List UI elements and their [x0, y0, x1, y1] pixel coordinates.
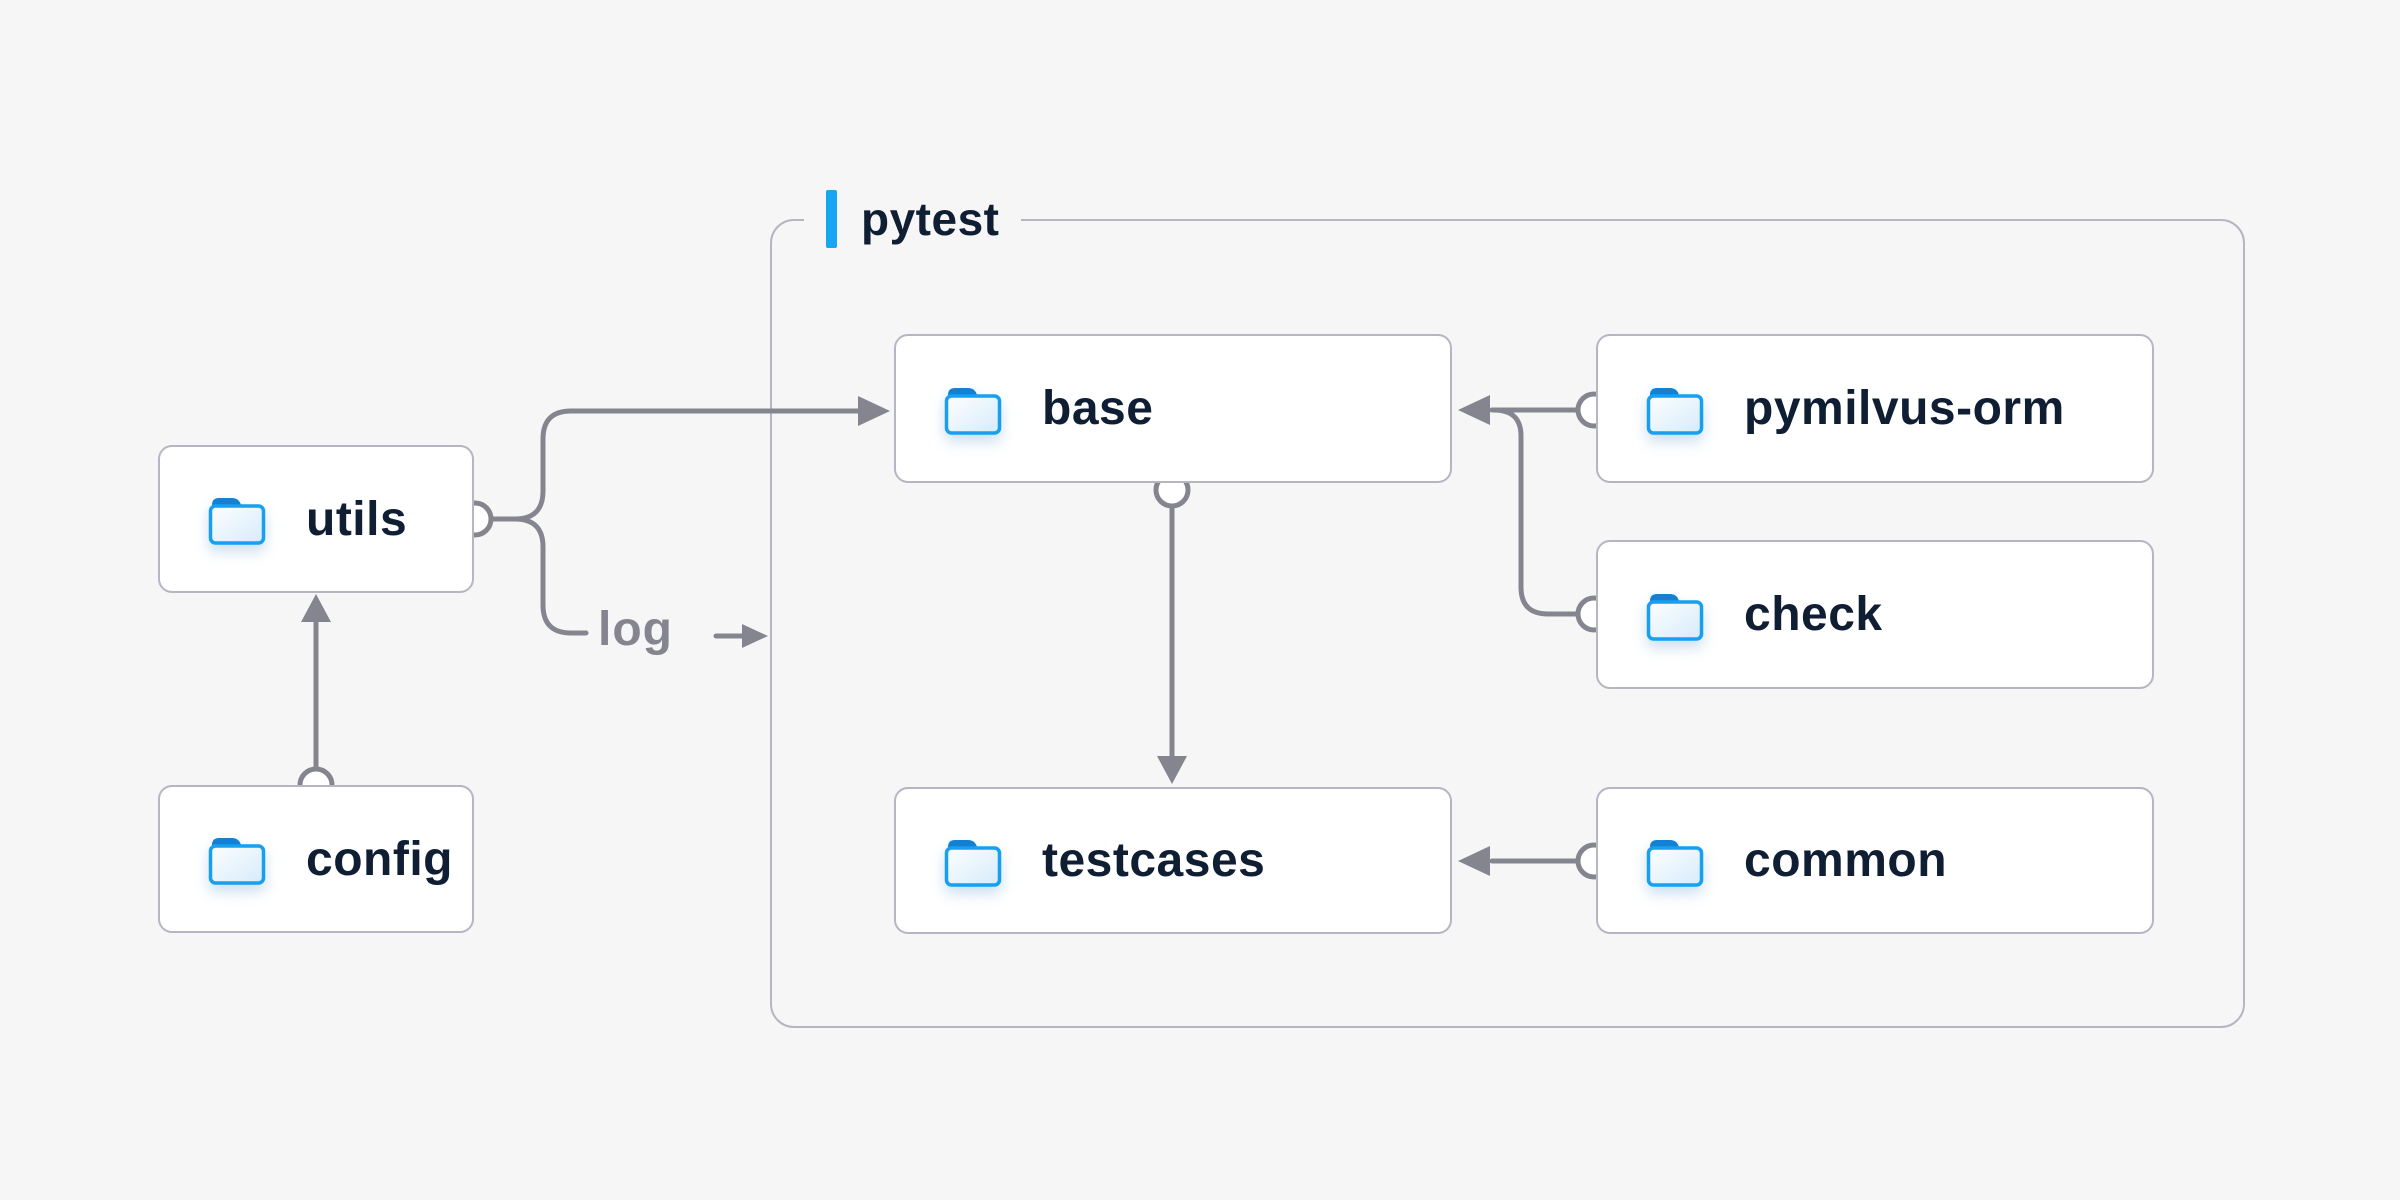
node-testcases: testcases	[894, 787, 1452, 934]
arrowhead	[301, 594, 331, 622]
group-label: pytest	[804, 189, 1022, 249]
folder-icon	[1646, 387, 1704, 435]
folder-icon	[944, 839, 1002, 887]
pytest-group-container	[770, 219, 2245, 1028]
node-base: base	[894, 334, 1452, 483]
node-label: config	[306, 832, 453, 886]
node-label: testcases	[1042, 834, 1266, 887]
folder-icon	[1646, 593, 1704, 641]
node-label: utils	[306, 492, 408, 546]
accent-bar	[826, 190, 837, 248]
node-label: check	[1744, 588, 1883, 641]
arrowhead	[742, 624, 768, 648]
folder-icon	[208, 838, 266, 885]
edge-config-utils	[297, 594, 335, 804]
node-common: common	[1596, 787, 2154, 934]
node-label: common	[1744, 834, 1948, 887]
folder-icon	[208, 498, 266, 545]
node-utils: utils	[158, 445, 474, 593]
node-label: pymilvus-orm	[1744, 382, 2065, 435]
node-config: config	[158, 785, 474, 933]
node-label: base	[1042, 382, 1154, 435]
folder-icon	[1646, 839, 1704, 887]
folder-icon	[944, 387, 1002, 435]
node-check: check	[1596, 540, 2154, 689]
edge-label-log: log	[598, 603, 673, 656]
group-label-text: pytest	[861, 193, 1000, 245]
node-pymilvus-orm: pymilvus-orm	[1596, 334, 2154, 483]
